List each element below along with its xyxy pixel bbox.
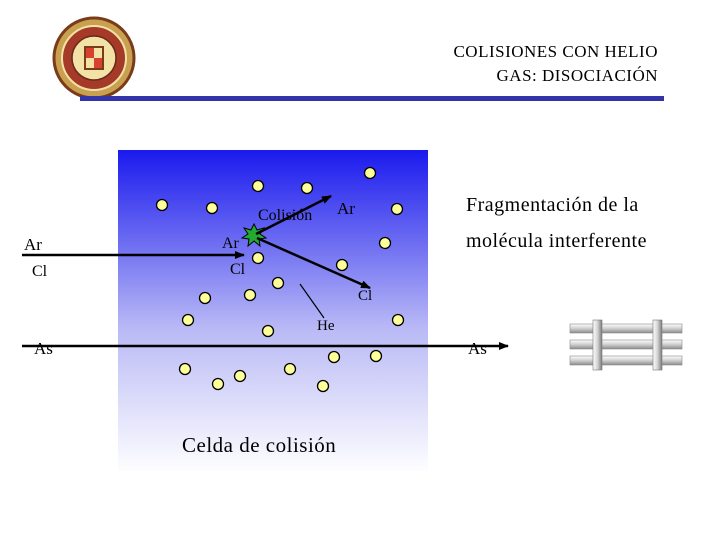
- particle-group: [155, 166, 405, 393]
- label-cl-out: Cl: [358, 288, 372, 304]
- he-particle: [369, 349, 383, 363]
- label-cl-in: Cl: [32, 263, 48, 280]
- label-ar-collision: Ar: [222, 235, 240, 252]
- slide-title-line-1: COLISIONES CON HELIO: [453, 42, 658, 61]
- he-particle: [251, 179, 265, 193]
- he-particle: [335, 258, 349, 272]
- he-particle: [378, 236, 392, 250]
- label-as-in: As: [34, 339, 53, 358]
- ar-out-arrow: [255, 194, 332, 236]
- he-particle: [155, 198, 169, 212]
- label-ar-in: Ar: [24, 235, 42, 254]
- he-particle: [316, 379, 330, 393]
- label-as-out: As: [468, 339, 487, 358]
- he-particle: [390, 202, 404, 216]
- he-particle: [211, 377, 225, 391]
- label-ar-out: Ar: [337, 199, 355, 218]
- slide-title-line-2: GAS: DISOCIACIÓN: [496, 66, 658, 85]
- he-particle: [261, 324, 275, 338]
- he-particle: [363, 166, 377, 180]
- he-particle: [391, 313, 405, 327]
- he-pointer-line: [299, 283, 325, 319]
- title-rule: [80, 96, 664, 101]
- caption-line-2: molécula interferente: [466, 230, 647, 252]
- he-particle: [283, 362, 297, 376]
- he-particle: [233, 369, 247, 383]
- cl-out-arrow: [256, 236, 371, 290]
- quadrupole-rods-icon: [569, 319, 683, 371]
- he-particle: [181, 313, 195, 327]
- he-particle: [198, 291, 212, 305]
- he-particle: [271, 276, 285, 290]
- he-particle: [205, 201, 219, 215]
- label-cl-mid: Cl: [230, 261, 246, 278]
- cell-label: Celda de colisión: [182, 433, 336, 457]
- collision-cell: [118, 150, 428, 474]
- he-particle: [327, 350, 341, 364]
- label-he: He: [317, 318, 335, 334]
- he-particle: [251, 251, 265, 265]
- he-particle: [243, 288, 257, 302]
- caption-line-1: Fragmentación de la: [466, 194, 639, 216]
- he-particle: [300, 181, 314, 195]
- university-seal-icon: [52, 16, 136, 100]
- he-particle: [178, 362, 192, 376]
- label-collision: Colisión: [258, 207, 312, 224]
